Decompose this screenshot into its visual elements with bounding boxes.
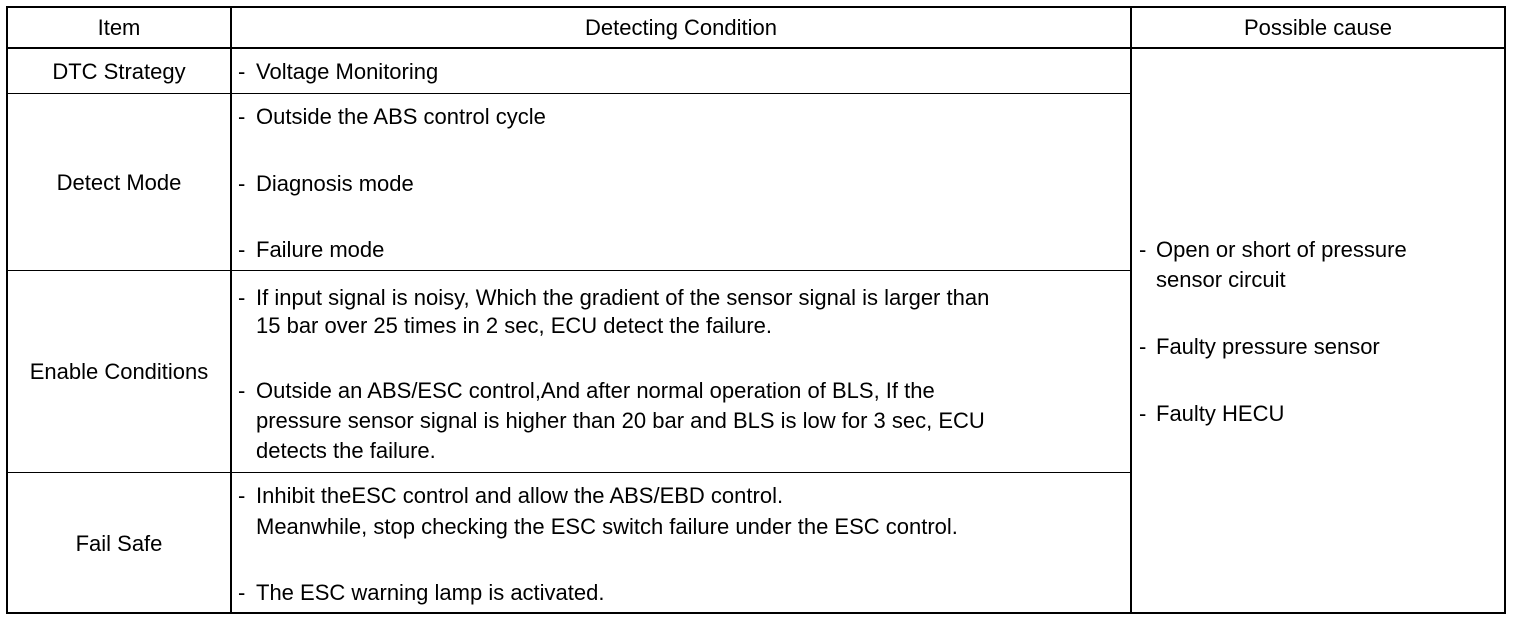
header-detecting-condition: Detecting Condition (584, 15, 777, 40)
bullet-dash: - (238, 59, 246, 84)
item-enable-conditions: Enable Conditions (29, 359, 209, 384)
bullet-dash: - (238, 483, 246, 508)
column-divider (230, 6, 232, 614)
item-dtc-strategy: DTC Strategy (52, 58, 186, 84)
condition-line: 15 bar over 25 times in 2 sec, ECU detec… (256, 313, 773, 338)
bullet-dash: - (238, 580, 246, 605)
condition-line: Meanwhile, stop checking the ESC switch … (256, 514, 958, 539)
header-divider (6, 47, 1506, 49)
row-divider (6, 270, 1131, 271)
bullet-dash: - (238, 285, 246, 310)
condition-line: Voltage Monitoring (256, 59, 439, 84)
condition-line: pressure sensor signal is higher than 20… (256, 408, 985, 433)
condition-line: Outside an ABS/ESC control,And after nor… (256, 378, 935, 403)
item-fail-safe: Fail Safe (75, 531, 163, 556)
row-divider (6, 472, 1131, 473)
diagnostic-table (6, 6, 1506, 614)
header-possible-cause: Possible cause (1244, 15, 1392, 40)
header-item: Item (97, 15, 141, 40)
condition-line: Failure mode (256, 237, 385, 262)
condition-line: If input signal is noisy, Which the grad… (256, 285, 990, 310)
condition-line: The ESC warning lamp is activated. (256, 580, 605, 605)
condition-line: detects the failure. (256, 438, 436, 463)
bullet-dash: - (238, 171, 246, 196)
bullet-dash: - (238, 104, 246, 129)
bullet-dash: - (1139, 237, 1147, 262)
cause-line: sensor circuit (1156, 267, 1286, 292)
bullet-dash: - (1139, 334, 1147, 359)
cause-line: Open or short of pressure (1156, 237, 1407, 262)
row-divider (6, 93, 1131, 94)
bullet-dash: - (1139, 401, 1147, 426)
item-detect-mode: Detect Mode (56, 169, 182, 195)
condition-line: Outside the ABS control cycle (256, 104, 546, 129)
column-divider (1130, 6, 1132, 614)
cause-line: Faulty HECU (1156, 401, 1285, 426)
condition-line: Diagnosis mode (256, 171, 414, 196)
bullet-dash: - (238, 237, 246, 262)
cause-line: Faulty pressure sensor (1156, 334, 1380, 359)
bullet-dash: - (238, 378, 246, 403)
condition-line: Inhibit theESC control and allow the ABS… (256, 483, 784, 508)
